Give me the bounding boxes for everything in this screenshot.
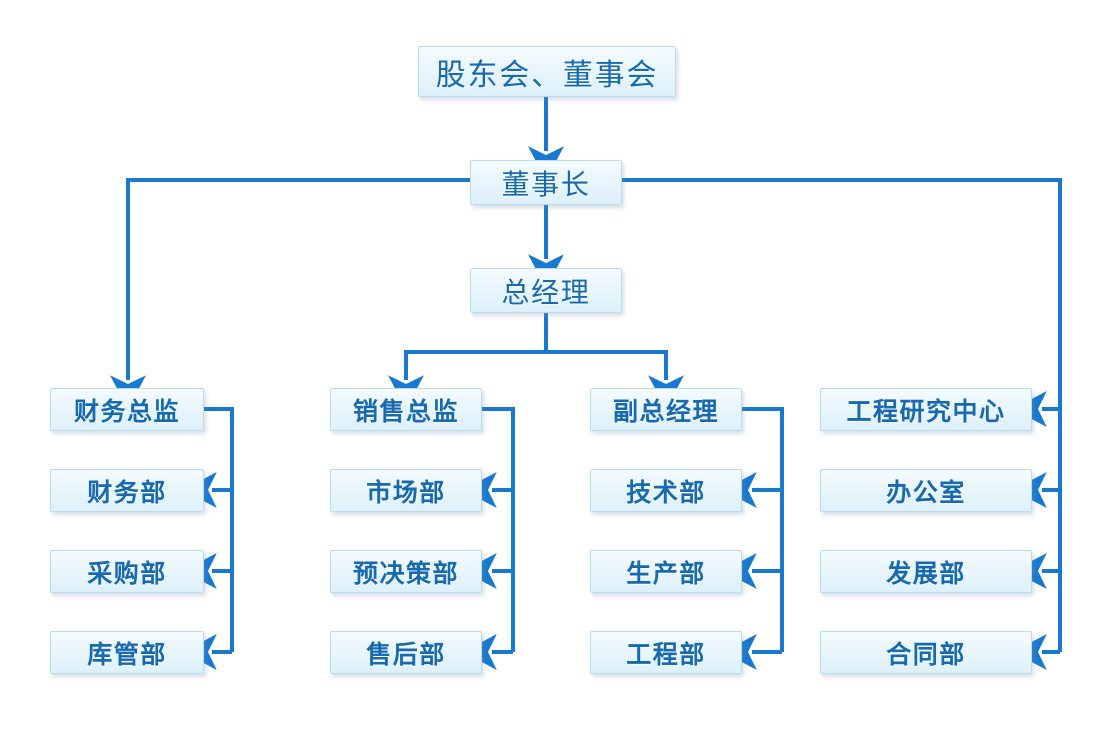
node-development-dept[interactable]: 发展部: [820, 550, 1032, 593]
edge-chairman-erc: [622, 178, 1062, 427]
node-warehouse-dept[interactable]: 库管部: [50, 631, 204, 674]
node-finance-director[interactable]: 财务总监: [50, 388, 204, 431]
node-board[interactable]: 股东会、董事会: [418, 46, 676, 97]
node-engineering-dept[interactable]: 工程部: [590, 631, 742, 674]
node-planning-dept[interactable]: 预决策部: [330, 550, 482, 593]
node-purchasing-dept[interactable]: 采购部: [50, 550, 204, 593]
node-marketing-dept[interactable]: 市场部: [330, 469, 482, 512]
node-technology-dept[interactable]: 技术部: [590, 469, 742, 512]
edge-gm-vgm: [546, 350, 684, 410]
edge-col2-spine: [482, 407, 515, 652]
node-aftersales-dept[interactable]: 售后部: [330, 631, 482, 674]
node-finance-dept[interactable]: 财务部: [50, 469, 204, 512]
node-engineering-research-center[interactable]: 工程研究中心: [820, 388, 1032, 431]
node-production-dept[interactable]: 生产部: [590, 550, 742, 593]
node-contract-dept[interactable]: 合同部: [820, 631, 1032, 674]
node-sales-director[interactable]: 销售总监: [330, 388, 482, 431]
node-general-manager[interactable]: 总经理: [470, 268, 622, 313]
edge-gm-sales: [388, 350, 546, 410]
edge-col3-spine: [742, 407, 784, 652]
node-office[interactable]: 办公室: [820, 469, 1032, 512]
edge-col1-spine: [204, 407, 234, 652]
node-chairman[interactable]: 董事长: [470, 160, 622, 205]
edge-chairman-finance: [110, 178, 470, 410]
node-vice-general-manager[interactable]: 副总经理: [590, 388, 742, 431]
